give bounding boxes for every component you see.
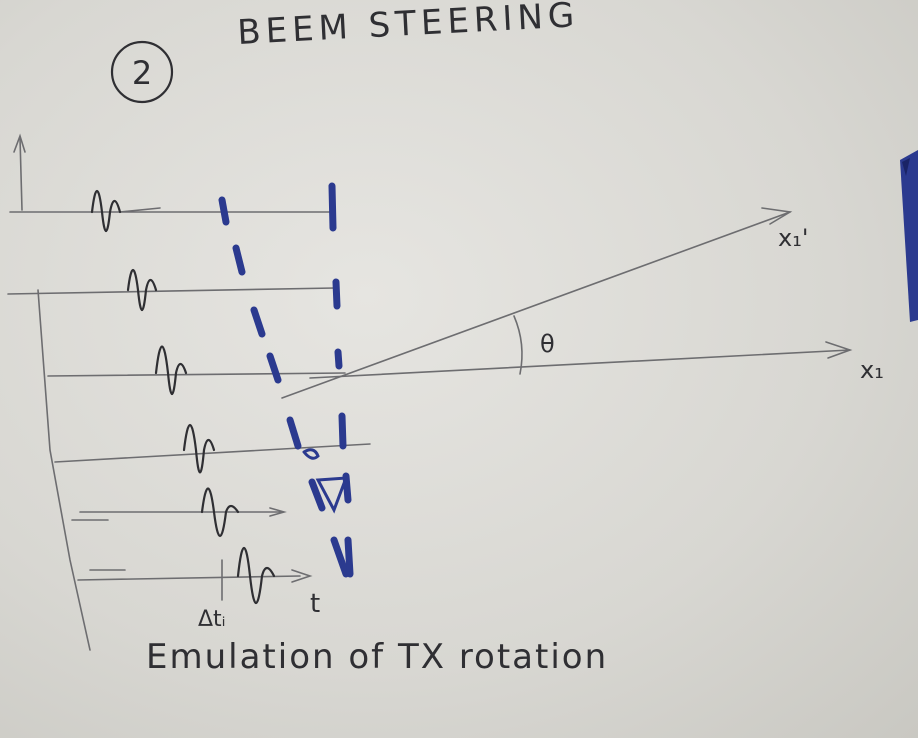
tilted-wavefront-dash: [330, 536, 350, 578]
theta-label: θ: [540, 330, 555, 358]
diagram-title: BEEM STEERING: [236, 0, 580, 53]
vertical-wavefront-dash: [344, 536, 354, 578]
element-line: [54, 443, 371, 463]
x1-prime-label: x₁': [778, 224, 808, 252]
element-line: [77, 575, 301, 581]
element-line: [7, 287, 336, 295]
pulse: [200, 487, 240, 537]
pulse: [90, 189, 122, 233]
reference-axis-line: [309, 349, 851, 379]
tilted-wavefront-dash: [218, 196, 230, 226]
marker-pen: [900, 150, 918, 322]
pulse: [154, 345, 188, 396]
pulse: [236, 547, 276, 604]
wavefront-loop: [302, 448, 320, 460]
t-axis-arrowhead: [291, 569, 313, 583]
element-line: [47, 372, 346, 377]
marker-body: [900, 150, 918, 322]
tilted-wavefront-dash: [308, 478, 326, 512]
axis-upper: [19, 137, 23, 211]
steering-angle: [281, 207, 853, 399]
caption: Emulation of TX rotation: [146, 637, 608, 677]
angle-arc: [513, 315, 523, 375]
tick: [119, 207, 161, 213]
tilted-wavefront-dash: [266, 352, 282, 384]
pulse: [182, 424, 216, 474]
wavefronts: [218, 182, 354, 578]
vertical-axis: [13, 133, 91, 651]
vertical-wavefront-dash: [328, 182, 337, 232]
delayed-pulses: [90, 189, 276, 604]
tilted-wavefront-dash: [232, 244, 246, 276]
element-lines: [7, 207, 371, 583]
steered-axis-line: [281, 211, 791, 399]
tilted-wavefront-dash: [286, 416, 302, 450]
delta-t-label: Δtᵢ: [198, 607, 226, 632]
step-badge: 2: [110, 40, 174, 104]
vertical-wavefront-dash: [338, 412, 347, 450]
arrowhead: [269, 507, 287, 517]
pulse: [126, 268, 158, 312]
step-number: 2: [132, 54, 152, 92]
wavefront-gap-triangle: [315, 476, 349, 514]
marker-tip: [902, 158, 910, 176]
vertical-wavefront-dash: [334, 348, 343, 370]
steered-axis-arrowhead: [761, 207, 793, 225]
x1-label: x₁: [860, 356, 884, 384]
axis-arrowhead: [13, 133, 26, 153]
reference-axis-arrowhead: [825, 341, 853, 359]
step-circle: [110, 40, 174, 104]
tilted-wavefront-dash: [250, 306, 266, 338]
t-label: t: [310, 589, 320, 619]
axis-lower: [37, 289, 91, 651]
vertical-wavefront-dash: [332, 278, 341, 310]
